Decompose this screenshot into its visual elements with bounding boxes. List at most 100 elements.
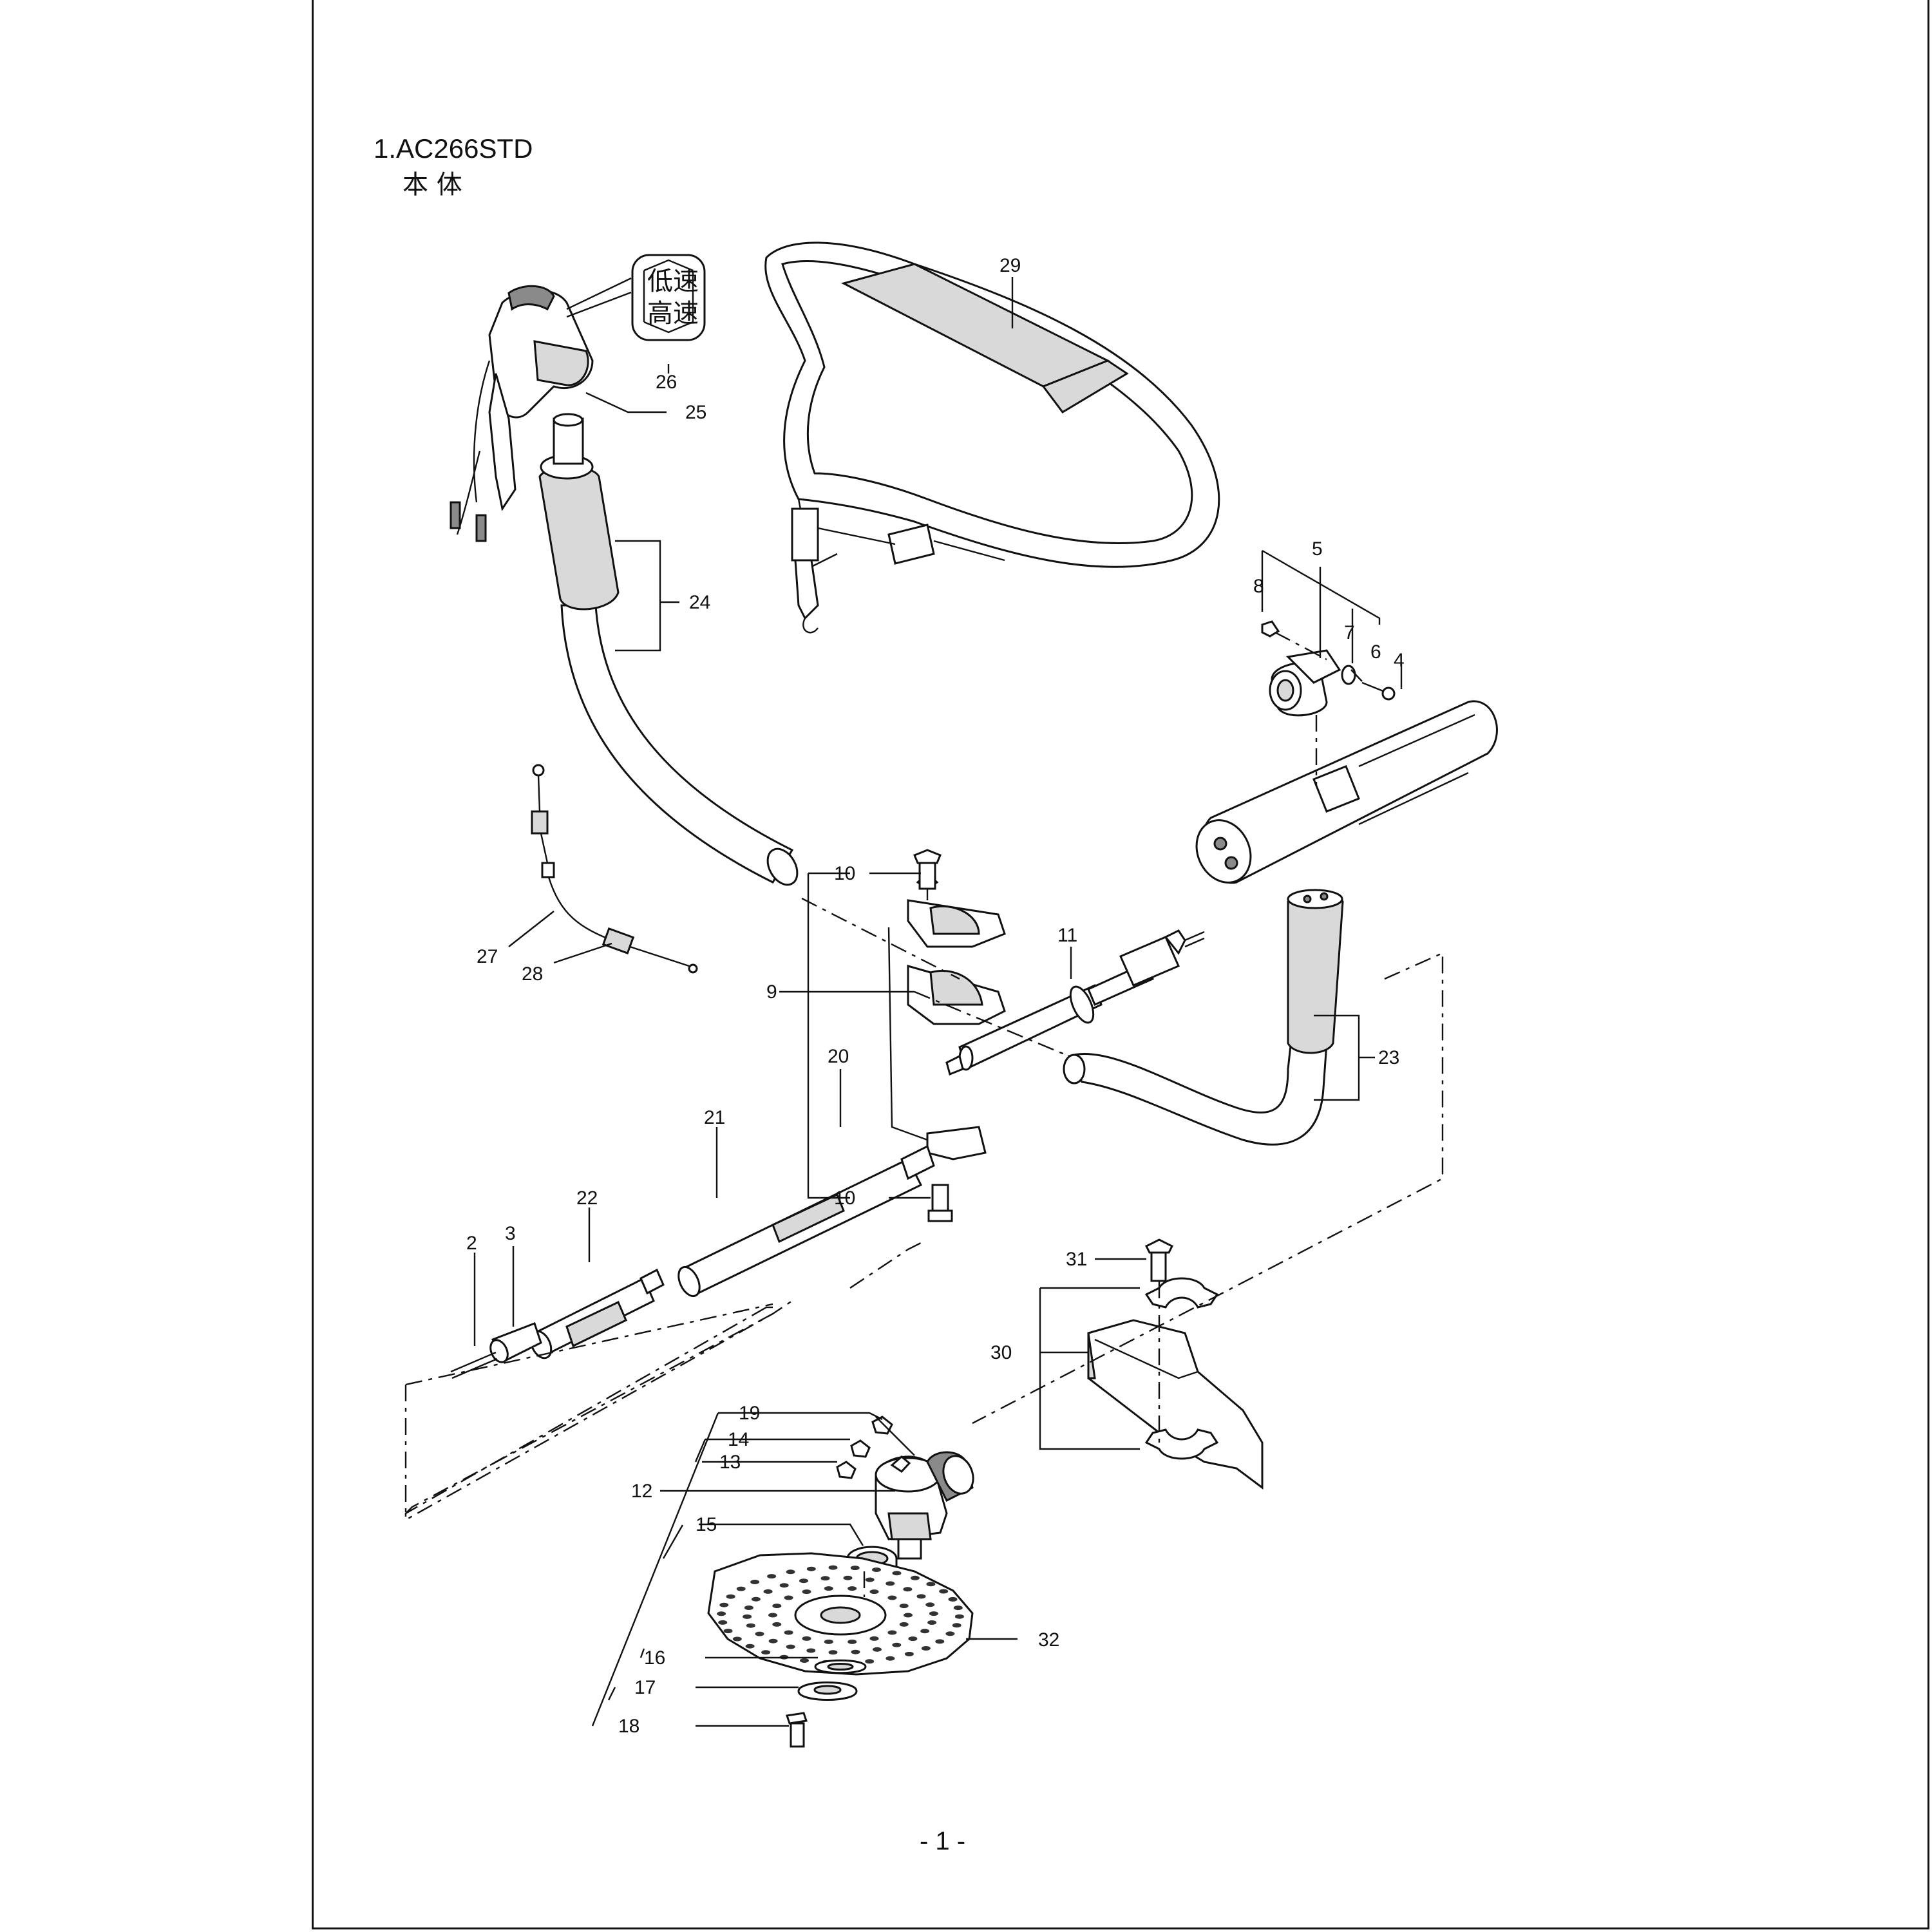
leader-lines	[473, 277, 1403, 1727]
blade-hole	[802, 1589, 811, 1595]
callout-19: 19	[739, 1403, 760, 1424]
blade-hole	[948, 1596, 958, 1602]
blade-hole	[743, 1614, 752, 1619]
blade-hole	[745, 1643, 755, 1649]
blade-hole	[851, 1649, 860, 1654]
blade-hole	[820, 1576, 830, 1581]
blade-hole	[806, 1648, 816, 1653]
blade-hole	[848, 1639, 857, 1644]
main-pipe	[450, 929, 1205, 1379]
blade-hole	[892, 1642, 902, 1647]
handle-clamp	[907, 849, 1006, 1222]
callout-22: 22	[576, 1188, 598, 1209]
blade-hole	[908, 1636, 918, 1642]
cutter-blade-assembly	[707, 1546, 974, 1748]
assembly-lines	[404, 897, 1444, 1597]
blade-hole	[903, 1587, 913, 1592]
blade-hole	[872, 1567, 881, 1572]
blade-hole	[717, 1611, 726, 1616]
callout-26: 26	[656, 372, 677, 393]
blade-hole	[751, 1596, 761, 1602]
blade-hole	[784, 1630, 793, 1635]
shoulder-harness	[764, 242, 1220, 634]
blade-hole	[772, 1622, 782, 1627]
callout-4: 4	[1394, 650, 1405, 671]
blade-hole	[732, 1636, 742, 1642]
callout-11: 11	[1057, 925, 1077, 946]
blade-hole	[744, 1605, 753, 1610]
throttle-lever	[450, 277, 632, 542]
callout-21: 21	[704, 1107, 725, 1128]
blade-hole	[802, 1636, 811, 1641]
right-grip-assembly	[1195, 620, 1498, 884]
blade-hole	[954, 1614, 964, 1619]
blade-hole	[799, 1578, 808, 1584]
blade-hole	[806, 1566, 816, 1571]
callout-numbers: 2 3 4 5 6 7 8 9 10 10 11 12 13 14 15 16 …	[466, 255, 1405, 1737]
blade-hole	[920, 1629, 930, 1634]
callout-10-lower: 10	[834, 1188, 855, 1209]
page-number: - 1 -	[920, 1827, 965, 1855]
callout-24: 24	[689, 592, 710, 613]
blade-hole	[828, 1565, 838, 1570]
callout-7: 7	[1344, 622, 1355, 643]
blade-hole	[904, 1613, 913, 1618]
blade-hole	[824, 1586, 833, 1591]
blade-hole	[772, 1604, 782, 1609]
blade-hole	[921, 1646, 931, 1651]
blade-hole	[828, 1650, 838, 1655]
blade-hole	[910, 1575, 920, 1580]
callout-13: 13	[719, 1452, 741, 1473]
blade-hole	[869, 1589, 879, 1595]
callout-9: 9	[766, 981, 777, 1003]
blade-hole	[763, 1589, 773, 1594]
diagram-subtitle: 本 体	[402, 170, 462, 200]
gear-case	[836, 1416, 974, 1560]
label-plate-upper: 低速	[647, 267, 699, 296]
blade-hole	[843, 1575, 853, 1580]
blade-hole	[939, 1589, 949, 1594]
blade-hole	[761, 1650, 771, 1655]
blade-hole	[750, 1580, 760, 1584]
blade-hole	[786, 1644, 795, 1649]
callout-2: 2	[466, 1233, 477, 1254]
page-frame	[312, 0, 1929, 1929]
blade-hole	[927, 1620, 937, 1625]
blade-hole	[952, 1623, 961, 1628]
blade-hole	[873, 1647, 882, 1652]
right-handle	[1063, 889, 1344, 1146]
blade-hole	[723, 1629, 733, 1634]
blade-hole	[869, 1636, 879, 1641]
blade-hole	[768, 1638, 778, 1643]
blade-hole	[718, 1620, 728, 1625]
throttle-cable	[531, 764, 698, 974]
blade-hole	[779, 1583, 789, 1588]
left-handle	[538, 413, 799, 886]
blade-hole	[953, 1605, 963, 1611]
callout-25: 25	[685, 402, 706, 423]
blade-hole	[886, 1656, 895, 1661]
blade-hole	[800, 1658, 809, 1663]
callout-6: 6	[1370, 641, 1381, 663]
blade-hole	[899, 1622, 909, 1627]
speed-label-plate: 低速 高速	[631, 254, 706, 341]
blade-guard	[1087, 1238, 1264, 1490]
callout-29: 29	[999, 255, 1021, 276]
callout-10-upper: 10	[834, 863, 855, 884]
callout-14: 14	[728, 1429, 749, 1450]
blade-hole	[767, 1574, 777, 1579]
blade-hole	[887, 1630, 897, 1635]
blade-hole	[886, 1581, 895, 1586]
callout-17: 17	[634, 1677, 656, 1698]
blade-hole	[848, 1586, 857, 1591]
label-plate-lower: 高速	[647, 299, 699, 328]
callout-15: 15	[696, 1514, 717, 1535]
blade-hole	[865, 1659, 875, 1664]
blade-hole	[929, 1611, 938, 1616]
callout-20: 20	[828, 1046, 849, 1067]
blade-hole	[887, 1595, 897, 1600]
blade-hole	[746, 1623, 755, 1628]
blade-hole	[719, 1602, 729, 1607]
diagram-title: 1.AC266STD	[374, 133, 533, 164]
blade-hole	[945, 1631, 955, 1636]
